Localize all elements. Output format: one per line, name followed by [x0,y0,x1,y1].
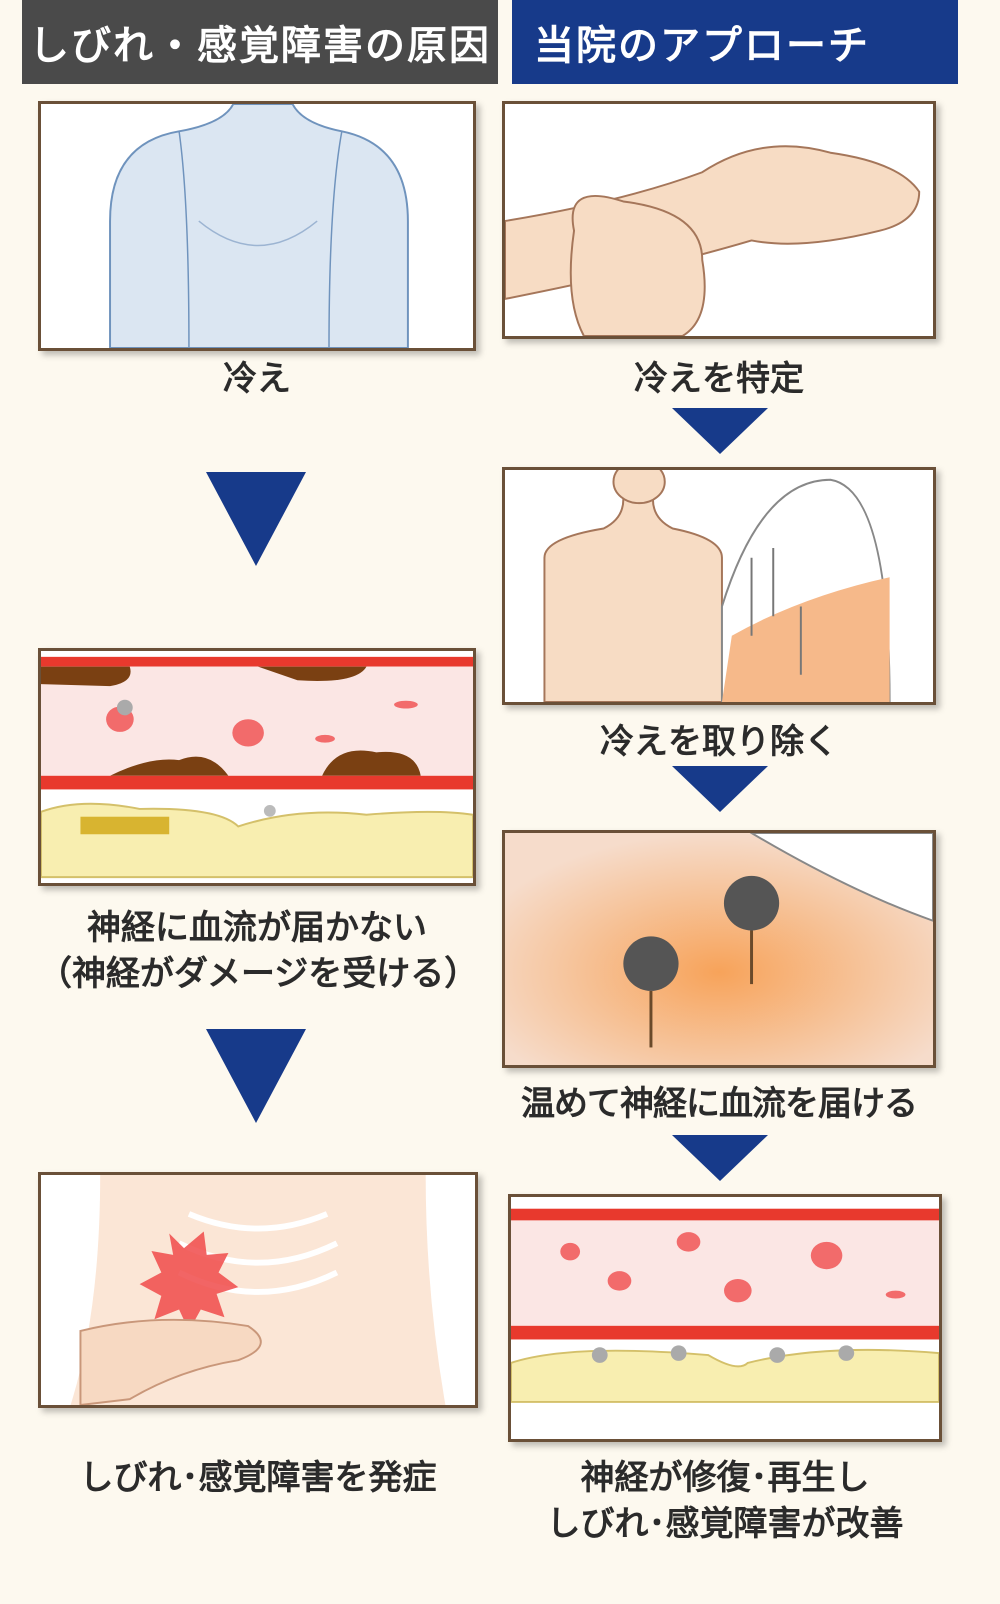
acupuncture-treatment-illustration [502,467,936,705]
moxibustion-illustration [502,830,936,1068]
caption-nerve-repair: 神経が修復･再生し [580,1458,870,1498]
pulse-check-illustration [502,101,936,339]
caption-nerve-damage: （神経がダメージを受ける） [38,954,479,994]
caption-symptom-onset: しびれ･感覚障害を発症 [79,1458,437,1498]
arrow-down-icon [206,1029,306,1123]
cold-body-illustration [38,101,476,351]
arrow-down-icon [672,408,768,454]
restored-blood-flow-illustration [508,1194,942,1442]
arrow-down-icon [206,472,306,566]
arrow-down-icon [672,766,768,812]
abdomen-pain-illustration [38,1172,478,1408]
caption-remove-cold: 冷えを取り除く [600,722,838,762]
blocked-blood-vessel-illustration [38,648,476,886]
caption-warm-nerves: 温めて神経に血流を届ける [521,1084,918,1124]
header-approach: 当院のアプローチ [512,0,958,84]
caption-identify-cold: 冷えを特定 [634,359,804,399]
caption-no-blood-flow: 神経に血流が届かない [87,908,427,948]
header-cause: しびれ・感覚障害の原因 [22,0,498,84]
arrow-down-icon [672,1135,768,1181]
caption-cold: 冷え [223,359,291,399]
caption-symptom-improve: しびれ･感覚障害が改善 [546,1504,904,1544]
